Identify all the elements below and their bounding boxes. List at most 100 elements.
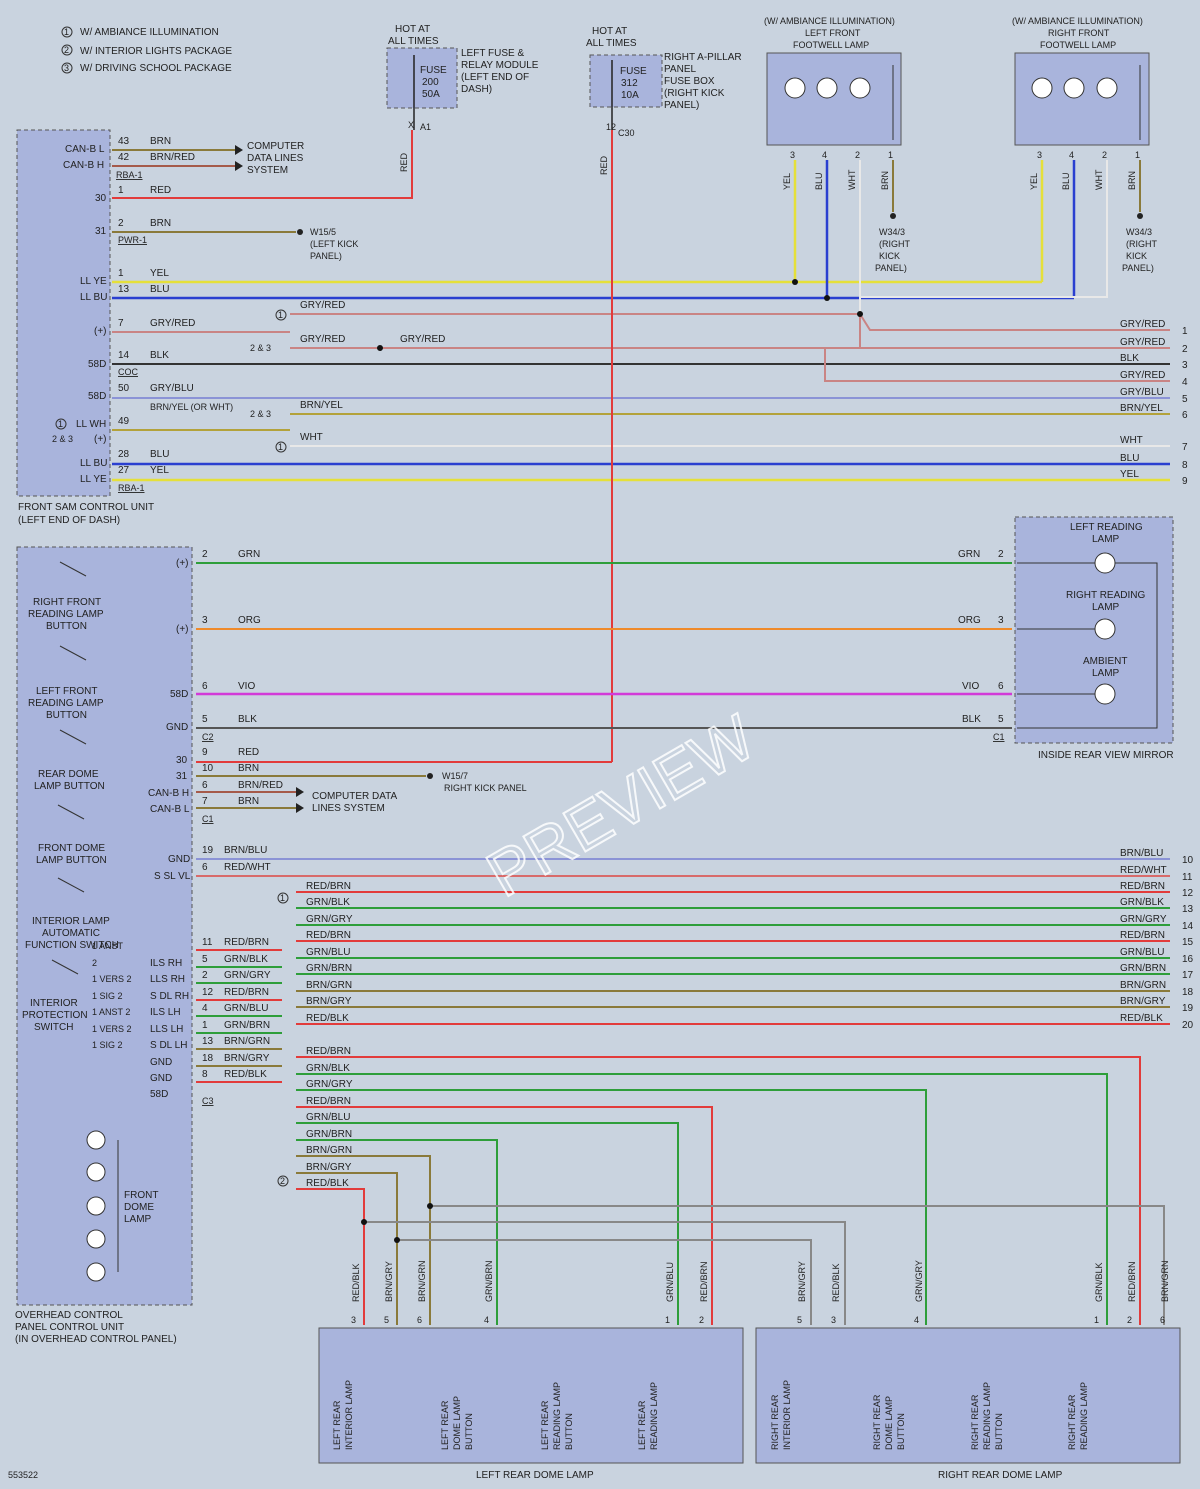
- c3-wire-color: GRN/BLK: [224, 954, 268, 965]
- c3-pin-name: ILS LH: [150, 1007, 181, 1018]
- svg-text:27: 27: [118, 465, 130, 476]
- exit-wire-label: RED/BRN: [1120, 930, 1165, 941]
- svg-text:BLU: BLU: [814, 172, 824, 190]
- svg-text:RIGHT A-PILLAR: RIGHT A-PILLAR: [664, 52, 742, 63]
- rear-wire-label: RED/BLK: [831, 1263, 841, 1302]
- svg-text:CAN-B H: CAN-B H: [148, 788, 189, 799]
- c3-pin: 18: [202, 1053, 214, 1064]
- diagram-id: 553522: [8, 1470, 38, 1480]
- bus2-wire: [296, 1106, 713, 1325]
- svg-text:RED: RED: [399, 152, 409, 172]
- exit-wire-label: BLK: [1120, 353, 1139, 364]
- exit-number: 10: [1182, 855, 1194, 866]
- rear-part-label: LEFT REAR: [332, 1400, 342, 1450]
- bus2-label: GRN/GRY: [306, 1079, 353, 1090]
- svg-text:49: 49: [118, 416, 130, 427]
- exit-number: 7: [1182, 442, 1188, 453]
- svg-text:1: 1: [278, 442, 283, 452]
- exit-number: 18: [1182, 987, 1194, 998]
- sam-pin-label: 58D: [88, 391, 106, 402]
- rear-wire-label: BRN/GRY: [384, 1261, 394, 1302]
- c3-option: 1 ANST: [92, 941, 124, 951]
- bus2-label: RED/BRN: [306, 1096, 351, 1107]
- rear-wire-label: GRN/BLK: [1094, 1262, 1104, 1302]
- rear-part-label: RIGHT REAR: [872, 1394, 882, 1450]
- buses: RED/BRN GRN/BLK GRN/GRY RED/BRN GRN/BLU GRN/B…: [277, 881, 1170, 1325]
- c3-wire-color: RED/BLK: [224, 1069, 267, 1080]
- rear-wire-label: RED/BRN: [1127, 1261, 1137, 1302]
- svg-text:BRN: BRN: [880, 171, 890, 190]
- exit-wire-label: GRY/BLU: [1120, 387, 1164, 398]
- svg-text:1: 1: [1135, 150, 1140, 160]
- rear-part-label: RIGHT REAR: [970, 1394, 980, 1450]
- exit-number: 13: [1182, 904, 1194, 915]
- svg-text:BRN/YEL (OR WHT): BRN/YEL (OR WHT): [150, 402, 233, 412]
- c3-option: 1 SIG 2: [92, 991, 123, 1001]
- svg-text:5: 5: [202, 714, 208, 725]
- svg-text:PANEL): PANEL): [310, 251, 342, 261]
- sam-pin-label: (+): [94, 326, 107, 337]
- bus1-label: GRN/BLK: [306, 897, 350, 908]
- svg-text:LAMP BUTTON: LAMP BUTTON: [34, 781, 105, 792]
- c3-connector: C3: [202, 1096, 214, 1106]
- svg-text:42: 42: [118, 152, 130, 163]
- rear-wire-label: BRN/GRN: [1160, 1260, 1170, 1302]
- svg-text:INSIDE REAR VIEW MIRROR: INSIDE REAR VIEW MIRROR: [1038, 750, 1174, 761]
- rear-part-label: BUTTON: [994, 1413, 1004, 1450]
- legend-num: 2: [64, 45, 69, 55]
- svg-text:GRN: GRN: [238, 549, 260, 560]
- bus2-wire: [296, 1172, 398, 1325]
- svg-text:DATA LINES: DATA LINES: [247, 153, 304, 164]
- overhead-control-panel: RIGHT FRONT READING LAMP BUTTON LEFT FRO…: [15, 546, 193, 1345]
- svg-text:C1: C1: [993, 732, 1005, 742]
- rear-pin: 4: [484, 1315, 489, 1325]
- svg-text:FRONT: FRONT: [124, 1190, 158, 1201]
- sam-wires: [112, 130, 1170, 482]
- rear-pin: 4: [914, 1315, 919, 1325]
- c3-pin-name: LLS LH: [150, 1024, 183, 1035]
- rear-part-label: READING LAMP: [1079, 1382, 1089, 1450]
- c3-wire-color: RED/BRN: [224, 987, 269, 998]
- rear-part-label: READING LAMP: [649, 1382, 659, 1450]
- c3-pin: 5: [202, 954, 208, 965]
- exit-wire-label: GRN/GRY: [1120, 914, 1167, 925]
- bus2-wire: [296, 1188, 365, 1325]
- svg-text:ALL TIMES: ALL TIMES: [586, 38, 637, 49]
- exit-wire-label: YEL: [1120, 469, 1139, 480]
- svg-text:FUSE: FUSE: [420, 65, 447, 76]
- watermark: PREVIEW: [475, 701, 767, 911]
- c3-wire-color: BRN/GRY: [224, 1053, 270, 1064]
- svg-text:2: 2: [1102, 150, 1107, 160]
- exit-wire-label: GRY/RED: [1120, 319, 1165, 330]
- svg-text:BUTTON: BUTTON: [46, 710, 87, 721]
- svg-text:LEFT FRONT: LEFT FRONT: [36, 686, 97, 697]
- bus2-wire: [296, 1155, 431, 1325]
- svg-text:BRN/RED: BRN/RED: [150, 152, 195, 163]
- svg-text:X: X: [408, 120, 414, 130]
- exit-number: 14: [1182, 921, 1194, 932]
- svg-text:READING LAMP: READING LAMP: [28, 609, 104, 620]
- svg-text:RIGHT REAR DOME LAMP: RIGHT REAR DOME LAMP: [938, 1470, 1063, 1481]
- svg-text:BRN/YEL: BRN/YEL: [300, 400, 343, 411]
- sam-pin-label: LL YE: [80, 276, 107, 287]
- svg-text:LEFT READING: LEFT READING: [1070, 522, 1143, 533]
- bus1-label: GRN/GRY: [306, 914, 353, 925]
- svg-text:LAMP: LAMP: [124, 1214, 152, 1225]
- bus2-label: GRN/BLU: [306, 1112, 350, 1123]
- rear-wire-label: BRN/GRN: [417, 1260, 427, 1302]
- svg-text:WHT: WHT: [300, 432, 323, 443]
- svg-text:REAR DOME: REAR DOME: [38, 769, 99, 780]
- exit-number: 5: [1182, 394, 1188, 405]
- rear-part-label: READING LAMP: [552, 1382, 562, 1450]
- svg-text:13: 13: [118, 284, 130, 295]
- rear-wire-label: GRN/BLU: [665, 1262, 675, 1302]
- rear-pin: 1: [1094, 1315, 1099, 1325]
- svg-text:LEFT FUSE &: LEFT FUSE &: [461, 48, 524, 59]
- c3-pin-name: GND: [150, 1057, 172, 1068]
- svg-text:RIGHT KICK PANEL: RIGHT KICK PANEL: [444, 783, 527, 793]
- c3-pin-name: LLS RH: [150, 974, 185, 985]
- svg-text:PWR-1: PWR-1: [118, 235, 147, 245]
- svg-text:2: 2: [855, 150, 860, 160]
- svg-text:LAMP: LAMP: [1092, 534, 1120, 545]
- svg-text:DOME: DOME: [124, 1202, 154, 1213]
